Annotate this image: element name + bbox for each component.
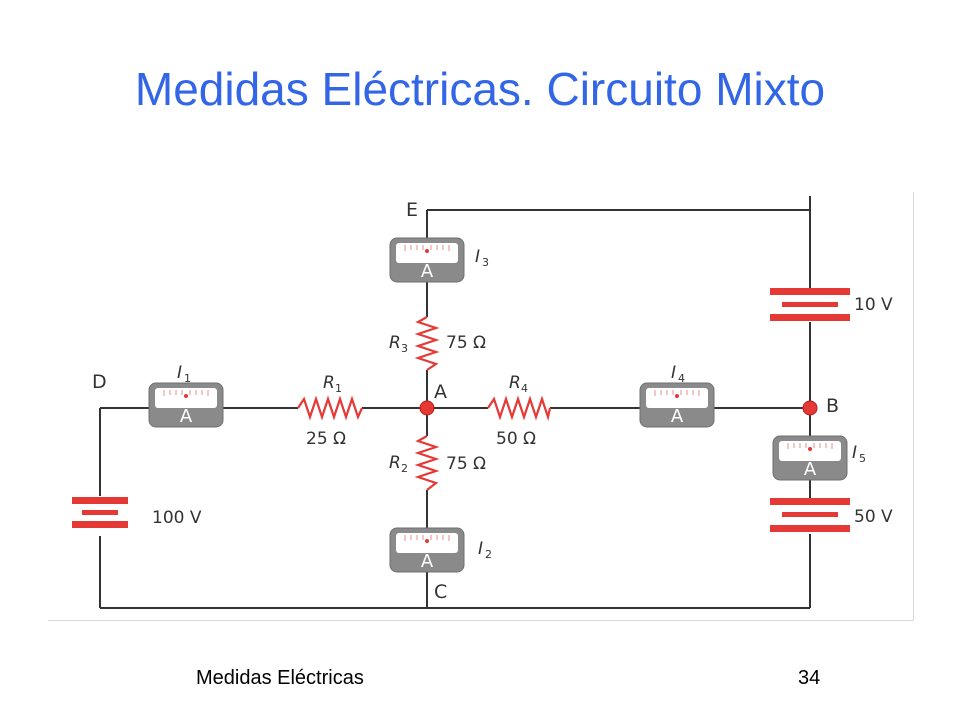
ammeter-i1: A	[148, 382, 224, 428]
footer-text: Medidas Eléctricas	[196, 667, 364, 689]
resistor-r2	[414, 435, 440, 491]
resistor-r2-label: R 2 75 Ω	[389, 453, 486, 475]
r3-sub: 3	[401, 342, 408, 355]
node-label-e: E	[406, 199, 418, 221]
ammeter-i1-glyph: A	[180, 406, 193, 427]
r1-value: 25 Ω	[306, 429, 346, 449]
circuit-diagram: 100 V 10 V 50 V A A A A A A B C D E	[48, 192, 914, 621]
ammeter-i4: A	[639, 382, 715, 428]
node-label-a: A	[434, 381, 447, 403]
r4-sub: 4	[521, 382, 528, 395]
battery-100v-label: 100 V	[152, 508, 202, 528]
node-label-c: C	[434, 581, 447, 603]
resistor-r3	[414, 316, 440, 371]
i2-name: I	[478, 539, 483, 559]
ammeter-i5-glyph: A	[804, 459, 817, 480]
node-label-d: D	[92, 371, 107, 393]
ammeter-i3-glyph: A	[421, 261, 434, 282]
r2-value: 75 Ω	[446, 454, 486, 474]
r2-sub: 2	[401, 462, 408, 475]
current-i5-label: I 5	[852, 443, 866, 465]
resistor-r1	[297, 395, 364, 421]
r3-name: R	[389, 333, 401, 353]
i3-name: I	[475, 247, 480, 267]
ammeter-i5: A	[772, 435, 848, 481]
junction-b	[802, 400, 818, 416]
i4-name: I	[671, 363, 676, 383]
ammeter-i2-glyph: A	[421, 551, 434, 572]
r4-name: R	[509, 373, 521, 393]
ammeter-i2: A	[389, 527, 465, 573]
r3-value: 75 Ω	[446, 333, 486, 353]
r1-sub: 1	[335, 382, 342, 395]
ammeter-i3: A	[389, 237, 465, 283]
battery-50v-label: 50 V	[854, 507, 893, 527]
slide-title: Medidas Eléctricas. Circuito Mixto	[134, 63, 826, 115]
page-number: 34	[798, 667, 821, 689]
resistor-r4-label: R 4 50 Ω	[496, 373, 536, 449]
current-i4-label: I 4	[671, 363, 685, 385]
i2-sub: 2	[485, 548, 492, 561]
i1-sub: 1	[184, 372, 191, 385]
r1-name: R	[323, 373, 335, 393]
current-i3-label: I 3	[475, 247, 489, 269]
battery-50v: 50 V	[770, 498, 893, 532]
current-i2-label: I 2	[478, 539, 492, 561]
resistor-r1-label: R 1 25 Ω	[306, 373, 346, 449]
current-i1-label: I 1	[177, 363, 191, 385]
junction-a	[419, 400, 435, 416]
resistor-r3-label: R 3 75 Ω	[389, 333, 486, 355]
r4-value: 50 Ω	[496, 429, 536, 449]
i4-sub: 4	[678, 372, 685, 385]
i5-sub: 5	[859, 452, 866, 465]
node-label-b: B	[826, 395, 839, 417]
resistor-r4	[487, 395, 552, 422]
battery-100v: 100 V	[72, 497, 202, 528]
i5-name: I	[852, 443, 857, 463]
r2-name: R	[389, 453, 401, 473]
battery-10v: 10 V	[770, 288, 893, 321]
i1-name: I	[177, 363, 182, 383]
ammeter-i4-glyph: A	[671, 406, 684, 427]
battery-10v-label: 10 V	[854, 295, 893, 315]
i3-sub: 3	[482, 256, 489, 269]
